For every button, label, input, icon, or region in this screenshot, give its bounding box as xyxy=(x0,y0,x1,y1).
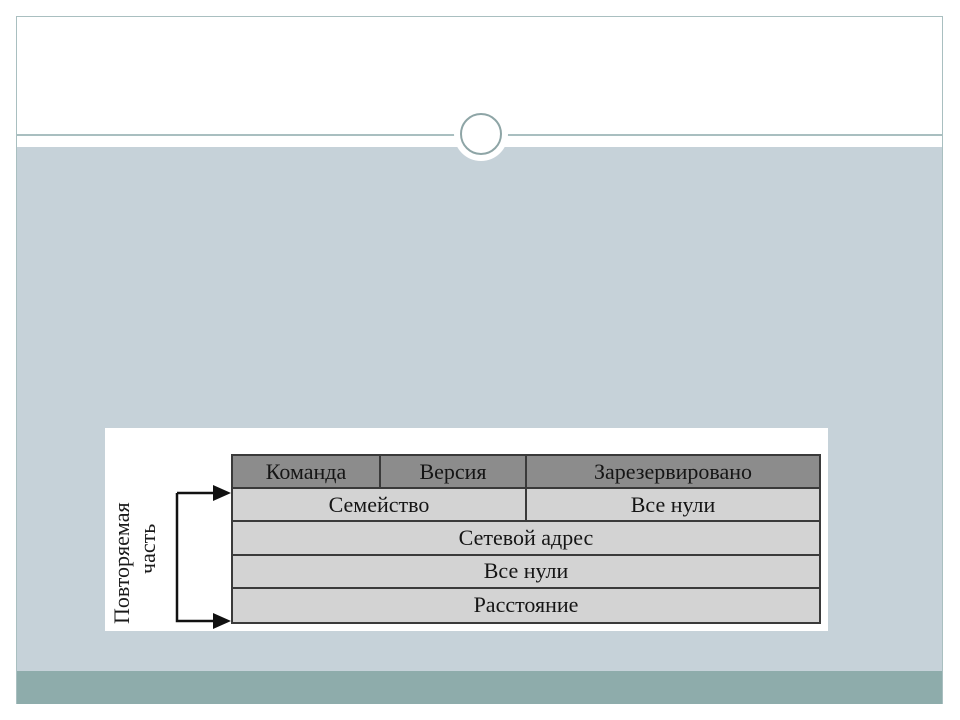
table-row-header: Команда Версия Зарезервировано xyxy=(233,456,819,490)
field-all-zeros: Все нули xyxy=(233,555,819,587)
field-command: Команда xyxy=(233,456,381,488)
field-all-zeros: Все нули xyxy=(527,489,819,521)
circle-ornament-icon xyxy=(460,113,502,155)
field-distance: Расстояние xyxy=(233,588,819,622)
arrow-right-icon xyxy=(213,485,231,501)
field-reserved: Зарезервировано xyxy=(527,456,819,488)
field-version: Версия xyxy=(381,456,527,488)
arrow-right-icon xyxy=(213,613,231,629)
repeat-bracket xyxy=(165,428,235,631)
table-row: Расстояние xyxy=(233,588,819,622)
repeated-part-label: Повторяемая часть xyxy=(105,428,175,631)
table-row: Семейство Все нули xyxy=(233,489,819,523)
repeated-part-label-line2: часть xyxy=(135,524,160,574)
slide-footer-bar xyxy=(17,671,942,704)
field-family: Семейство xyxy=(233,489,527,521)
repeated-part-label-line1: Повторяемая xyxy=(109,502,134,624)
packet-fields-table: Команда Версия Зарезервировано Семейство… xyxy=(231,454,821,624)
field-network-address: Сетевой адрес xyxy=(233,522,819,554)
table-row: Все нули xyxy=(233,555,819,589)
table-row: Сетевой адрес xyxy=(233,522,819,556)
rip-packet-diagram: Повторяемая часть Команда Версия Зарезер… xyxy=(105,428,828,631)
bracket-line xyxy=(175,493,213,623)
